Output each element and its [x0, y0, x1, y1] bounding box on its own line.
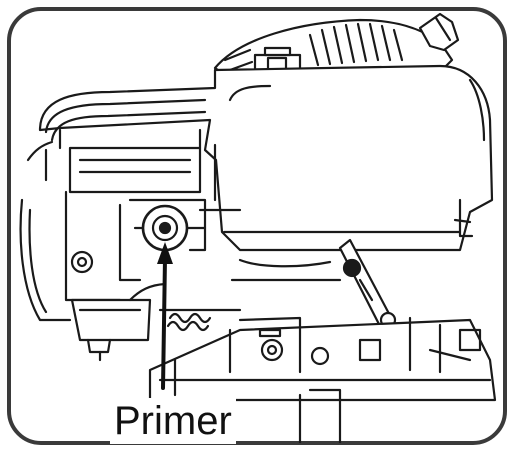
governor-spring — [158, 308, 242, 332]
primer-callout-arrow — [157, 242, 173, 390]
primer-label: Primer — [110, 398, 236, 444]
left-housing — [19, 198, 94, 322]
fuel-bowl — [70, 298, 152, 362]
detail-lines — [26, 128, 342, 302]
primer-bulb — [133, 204, 207, 252]
carburetor — [64, 146, 242, 302]
engine-housing — [38, 64, 494, 252]
